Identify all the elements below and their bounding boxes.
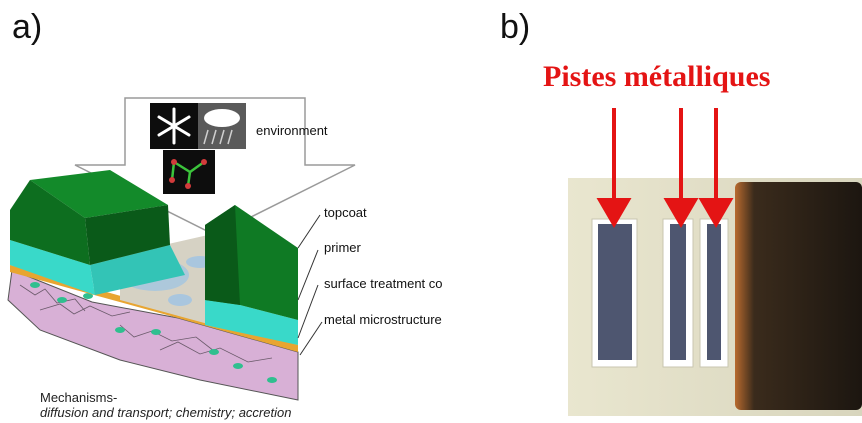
primer-layer-left-side — [90, 245, 185, 295]
snowflake-shape — [157, 107, 191, 145]
mechanisms-title: Mechanisms- — [40, 390, 118, 405]
metal-substrate — [7, 269, 299, 401]
metal-track-narrow-1 — [662, 218, 694, 368]
topcoat-block-left-front — [10, 180, 90, 265]
metal-track-narrow-2 — [699, 218, 729, 368]
topcoat-block-right-front — [205, 205, 240, 305]
arrow-3-head — [698, 198, 734, 228]
environment-label: environment — [256, 123, 328, 138]
panel-a-label: a) — [12, 8, 43, 46]
panel-b-label: b) — [500, 8, 531, 46]
layer-label-surface-treatment: surface treatment co — [324, 276, 443, 291]
metal-tracks-title: Pistes métalliques — [543, 60, 771, 93]
layer-label-metal: metal microstructure — [324, 312, 442, 327]
primer-layer-left — [10, 240, 95, 295]
coating-schematic — [7, 97, 356, 401]
track-arrows — [596, 108, 734, 228]
primer-layer-right — [205, 300, 298, 345]
mechanisms-text: diffusion and transport; chemistry; accr… — [40, 405, 292, 420]
metal-track-wide — [591, 218, 638, 368]
arrow-2-head — [663, 198, 699, 228]
topcoat-block-left-side — [85, 205, 170, 265]
topcoat-block-left-top — [30, 170, 168, 218]
layer-label-topcoat: topcoat — [324, 205, 367, 220]
kapton-film — [735, 182, 862, 410]
layer-label-primer: primer — [324, 240, 361, 255]
arrow-1-head — [596, 198, 632, 228]
